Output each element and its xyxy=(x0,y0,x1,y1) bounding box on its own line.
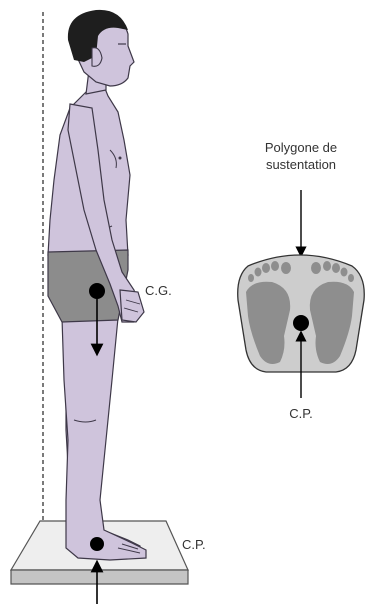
left-toe-5 xyxy=(248,274,254,282)
left-toe-1 xyxy=(281,262,291,274)
label-cp-polygon: C.P. xyxy=(289,406,313,421)
left-toe-4 xyxy=(255,268,262,277)
right-toe-1 xyxy=(311,262,321,274)
label-cg: C.G. xyxy=(145,283,172,298)
left-toe-3 xyxy=(262,263,270,273)
label-polygon-line2: sustentation xyxy=(266,157,336,172)
left-toe-2 xyxy=(271,261,279,271)
right-toe-3 xyxy=(332,263,340,273)
hand xyxy=(120,290,144,322)
polygon-center-dot xyxy=(293,315,309,331)
platform-front xyxy=(11,570,188,584)
right-toe-5 xyxy=(348,274,354,282)
right-toe-2 xyxy=(323,261,331,271)
label-polygon-line1: Polygone de xyxy=(265,140,337,155)
right-toe-4 xyxy=(341,268,348,277)
center-of-pressure-dot xyxy=(90,537,104,551)
label-cp-platform: C.P. xyxy=(182,537,206,552)
